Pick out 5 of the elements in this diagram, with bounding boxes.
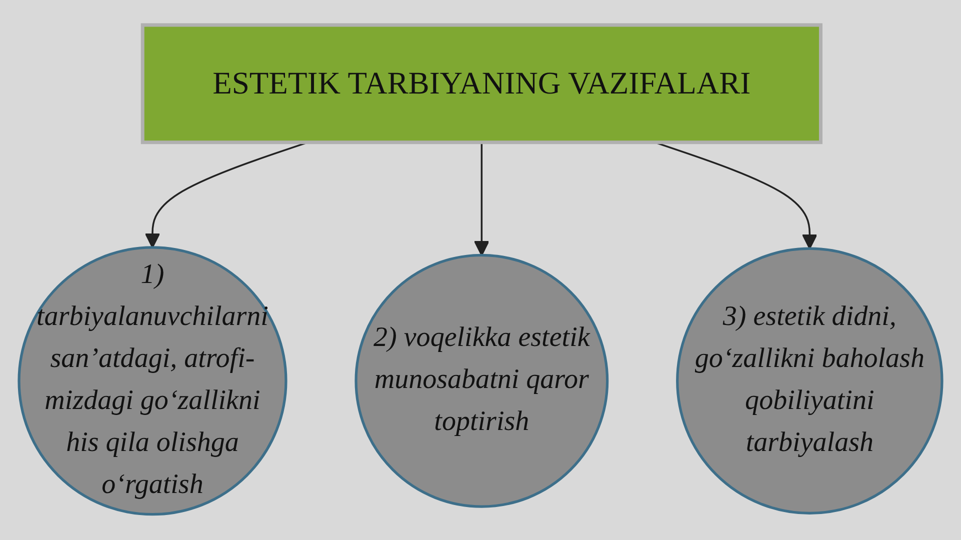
node-circle: 3) estetik didni, go‘zallikni baholash qobiliyatini tarbiyalash	[676, 248, 944, 515]
node-box: ESTETIK TARBIYANING VAZIFALARI	[140, 24, 822, 144]
node-circle: 2) voqelikka estetik munosabatni qaror toptirish	[354, 254, 609, 508]
node-circle: 1) tarbiyalanuvchilarni san’atdagi, atrofi- mizdagi go‘zallikni his qila olishga o‘rgatish	[18, 246, 288, 516]
arrow	[474, 142, 490, 256]
